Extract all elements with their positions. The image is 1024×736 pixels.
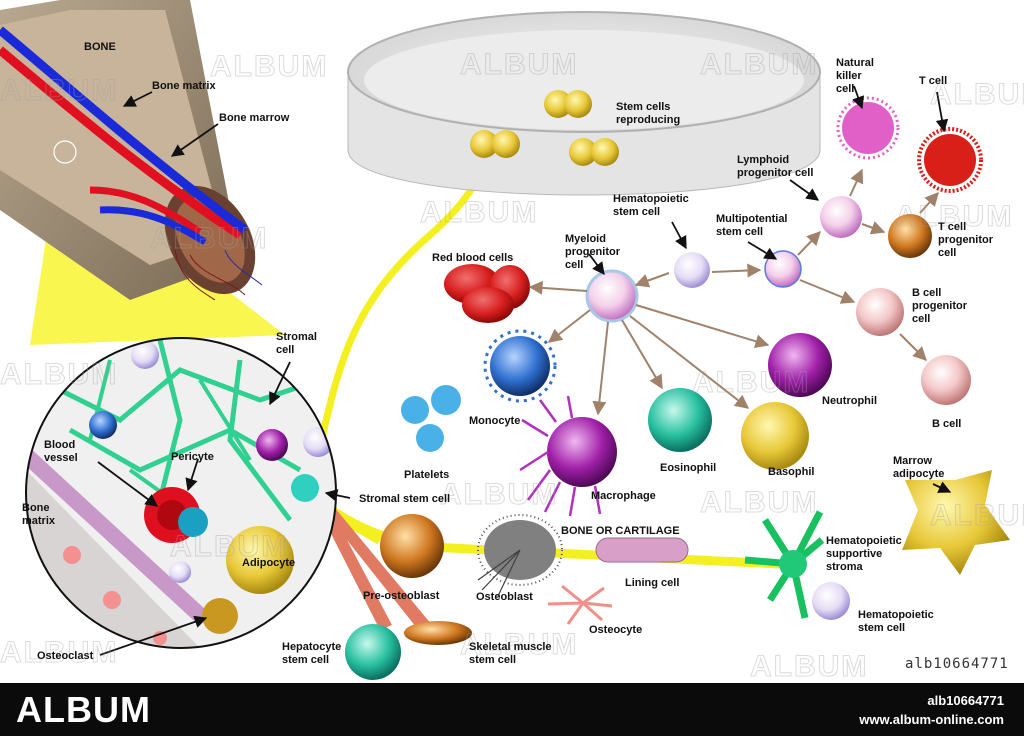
- label-osteoblast: Osteoblast: [476, 591, 533, 603]
- label-bone-marrow: Bone marrow: [219, 112, 290, 124]
- label-t-cell: T cell: [919, 75, 947, 87]
- differentiation-arrows: [528, 168, 939, 416]
- label-eosinophil: Eosinophil: [660, 462, 716, 474]
- label-platelets: Platelets: [404, 469, 449, 481]
- svg-text:ALBUM: ALBUM: [692, 366, 810, 399]
- svg-text:ALBUM: ALBUM: [440, 478, 558, 511]
- stem-cell-diagram: ALBUM ALBUM ALBUM ALBUM ALBUM ALBUM ALBU…: [0, 0, 1024, 683]
- marrow-inset: [25, 337, 337, 649]
- lymphoid-progenitor-cell: [820, 196, 862, 238]
- label-macrophage: Macrophage: [591, 490, 656, 502]
- label-adipocyte: Adipocyte: [242, 557, 295, 569]
- hepatocyte-stem-cell: [345, 624, 401, 680]
- label-bone-matrix-top: Bone matrix: [152, 80, 216, 92]
- label-lining-cell: Lining cell: [625, 577, 679, 589]
- svg-text:ALBUM: ALBUM: [0, 636, 118, 669]
- osteocyte: [547, 584, 613, 625]
- hematopoietic-stem-cell-bottom: [812, 582, 850, 620]
- pre-osteoblast: [380, 514, 444, 578]
- svg-text:ALBUM: ALBUM: [150, 222, 268, 255]
- b-cell: [921, 355, 971, 405]
- label-stromal-stem-cell: Stromal stem cell: [359, 493, 450, 505]
- svg-text:ALBUM: ALBUM: [750, 650, 868, 683]
- natural-killer-cell: [842, 102, 894, 154]
- svg-text:ALBUM: ALBUM: [930, 78, 1024, 111]
- label-pre-osteoblast: Pre-osteoblast: [363, 590, 440, 602]
- lineage-cells: [401, 96, 1010, 575]
- neutrophil: [768, 333, 832, 397]
- footer-url-link[interactable]: www.album-online.com: [859, 712, 1004, 727]
- pointer-arrows: [97, 85, 952, 656]
- svg-text:ALBUM: ALBUM: [0, 74, 118, 107]
- label-neutrophil: Neutrophil: [822, 395, 877, 407]
- myeloid-progenitor-cell: [585, 269, 639, 323]
- label-b-cell: B cell: [932, 418, 961, 430]
- macrophage: [547, 417, 617, 487]
- b-cell-progenitor-cell: [856, 288, 904, 336]
- watermarks: ALBUM ALBUM ALBUM ALBUM ALBUM ALBUM ALBU…: [0, 48, 1024, 684]
- hematopoietic-stem-cell: [674, 252, 710, 288]
- footer-ref-id: alb10664771: [927, 693, 1004, 708]
- red-blood-cells: [444, 264, 530, 323]
- album-logo[interactable]: ALBUM: [16, 689, 151, 730]
- label-basophil: Basophil: [768, 466, 814, 478]
- label-pericyte: Pericyte: [171, 451, 214, 463]
- image-ref-id: alb10664771: [905, 656, 1009, 672]
- t-cell: [924, 134, 976, 186]
- svg-text:ALBUM: ALBUM: [460, 628, 578, 661]
- monocyte: [490, 336, 550, 396]
- svg-text:ALBUM: ALBUM: [0, 358, 118, 391]
- label-red-blood-cells: Red blood cells: [432, 252, 513, 264]
- hematopoietic-supportive-stroma: [744, 510, 825, 619]
- stem-cell-cluster: [470, 90, 619, 166]
- basophil: [741, 402, 809, 470]
- platelets: [401, 385, 461, 452]
- label-monocyte: Monocyte: [469, 415, 520, 427]
- multipotential-stem-cell: [764, 250, 802, 288]
- lining-cell: [595, 537, 689, 563]
- svg-text:ALBUM: ALBUM: [700, 48, 818, 81]
- svg-text:ALBUM: ALBUM: [700, 486, 818, 519]
- svg-text:ALBUM: ALBUM: [420, 196, 538, 229]
- skeletal-muscle-stem-cell: [404, 621, 472, 645]
- label-bone: BONE: [84, 41, 116, 53]
- svg-text:ALBUM: ALBUM: [170, 530, 288, 563]
- bone-illustration: [0, 0, 263, 301]
- svg-text:ALBUM: ALBUM: [930, 499, 1024, 532]
- svg-text:ALBUM: ALBUM: [210, 50, 328, 83]
- svg-text:ALBUM: ALBUM: [460, 48, 578, 81]
- stromal-lineage-cells: [345, 510, 850, 680]
- eosinophil: [648, 388, 712, 452]
- marrow-adipocyte: [902, 470, 1010, 575]
- label-osteoclast: Osteoclast: [37, 650, 94, 662]
- label-bone-or-cartilage: BONE OR CARTILAGE: [561, 525, 680, 537]
- label-osteocyte: Osteocyte: [589, 624, 642, 636]
- svg-text:ALBUM: ALBUM: [895, 200, 1013, 233]
- t-cell-progenitor-cell: [888, 214, 932, 258]
- petri-dish: [347, 11, 821, 196]
- footer-bar: ALBUM alb10664771 www.album-online.com: [0, 683, 1024, 736]
